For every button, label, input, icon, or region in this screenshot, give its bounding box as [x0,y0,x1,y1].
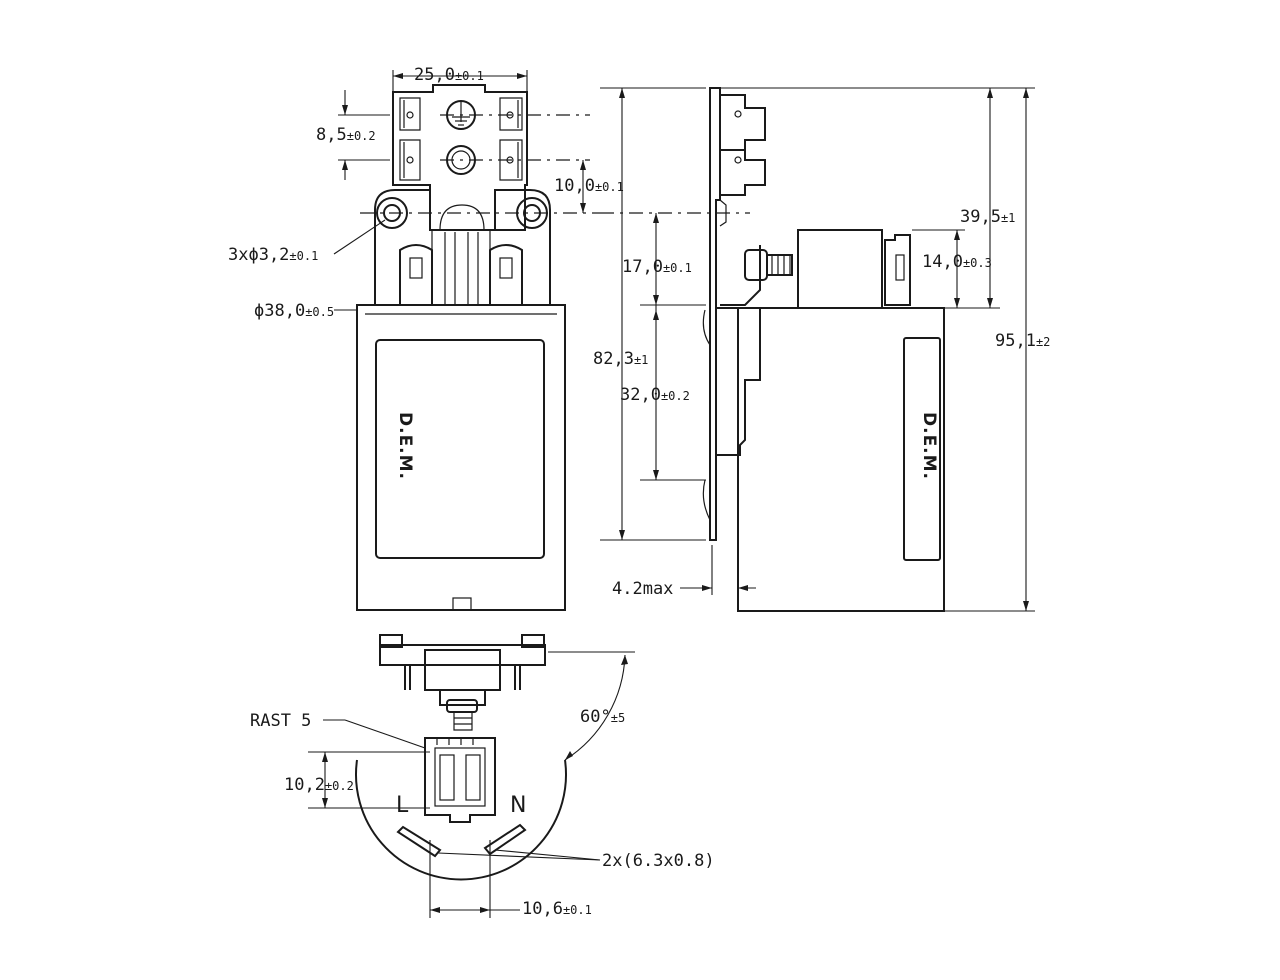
dim-39-5-label: 39,5±1 [960,207,1015,227]
dim-4-2-label: 4.2max [612,579,673,599]
dim-25-label: 25,0±0.1 [414,65,484,85]
brand-mark-side: D.E.M. [919,412,939,480]
dim-10-label: 10,0±0.1 [554,176,624,196]
end-view: L N [355,634,567,881]
terminal-label-neutral: N [510,793,526,818]
dim-82-3-label: 82,3±1 [593,349,648,369]
terminal-label-live: L [396,793,409,818]
dim-rast-label: RAST 5 [250,711,311,731]
dim-8-5-label: 8,5±0.2 [316,125,376,145]
dim-32-label: 32,0±0.2 [620,385,690,405]
dim-10-6-label: 10,6±0.1 [522,899,592,919]
front-view: D.E.M. [356,84,600,611]
dim-angle-label: 60°±5 [580,707,625,727]
side-dimensions [600,87,1035,612]
dim-10-2-label: 10,2±0.2 [284,775,354,795]
dim-14-label: 14,0±0.3 [922,252,992,272]
dim-holes-label: 3xϕ3,2±0.1 [228,245,318,265]
end-dimensions [308,651,635,918]
dim-17-label: 17,0±0.1 [622,257,692,277]
dim-terminals-label: 2x(6.3x0.8) [602,851,715,871]
brand-mark-front: D.E.M. [395,412,415,480]
dim-diameter-label: ϕ38,0±0.5 [254,301,334,321]
dim-95-1-label: 95,1±2 [995,331,1050,351]
front-dimensions [333,70,586,311]
dimension-labels: 25,0±0.1 8,5±0.2 10,0±0.1 3xϕ3,2±0.1 ϕ38… [228,65,1050,919]
side-view: D.E.M. [600,87,945,612]
